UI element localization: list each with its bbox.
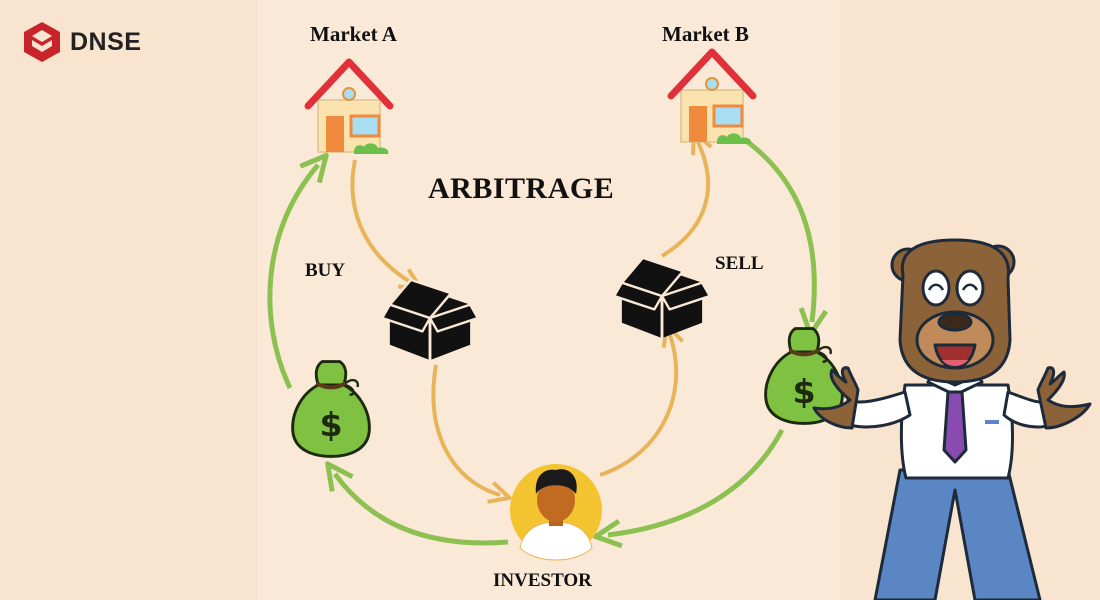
- sell-flow-arrow: [660, 142, 708, 258]
- bear-mascot: [812, 238, 1092, 600]
- market-a-house-icon: [308, 62, 390, 154]
- money-to-market-a-arrow: [267, 165, 318, 390]
- goods-box-left-icon: [382, 278, 478, 362]
- diagram-title: ARBITRAGE: [428, 172, 615, 205]
- sell-label: SELL: [715, 253, 764, 274]
- goods-to-investor-arrow: [431, 364, 500, 495]
- brand-logo[interactable]: DNSE: [22, 20, 141, 64]
- market-b-to-money-arrow: [743, 137, 814, 322]
- dnse-logo-icon: [24, 22, 60, 62]
- money-to-investor-arrow: [608, 428, 785, 535]
- investor-to-money-arrow: [335, 474, 509, 546]
- investor-label: INVESTOR: [493, 570, 592, 591]
- investor-avatar-icon: [510, 464, 602, 561]
- market-b-house-icon: [671, 52, 753, 144]
- brand-name: DNSE: [70, 27, 142, 56]
- buy-label: BUY: [305, 260, 346, 281]
- market-b-label: Market B: [662, 22, 749, 46]
- money-bag-left-icon: [290, 359, 372, 459]
- goods-box-right-icon: [614, 256, 710, 340]
- buy-flow-arrow: [350, 159, 412, 283]
- market-a-label: Market A: [310, 22, 397, 46]
- investor-to-goods-arrow: [599, 335, 676, 477]
